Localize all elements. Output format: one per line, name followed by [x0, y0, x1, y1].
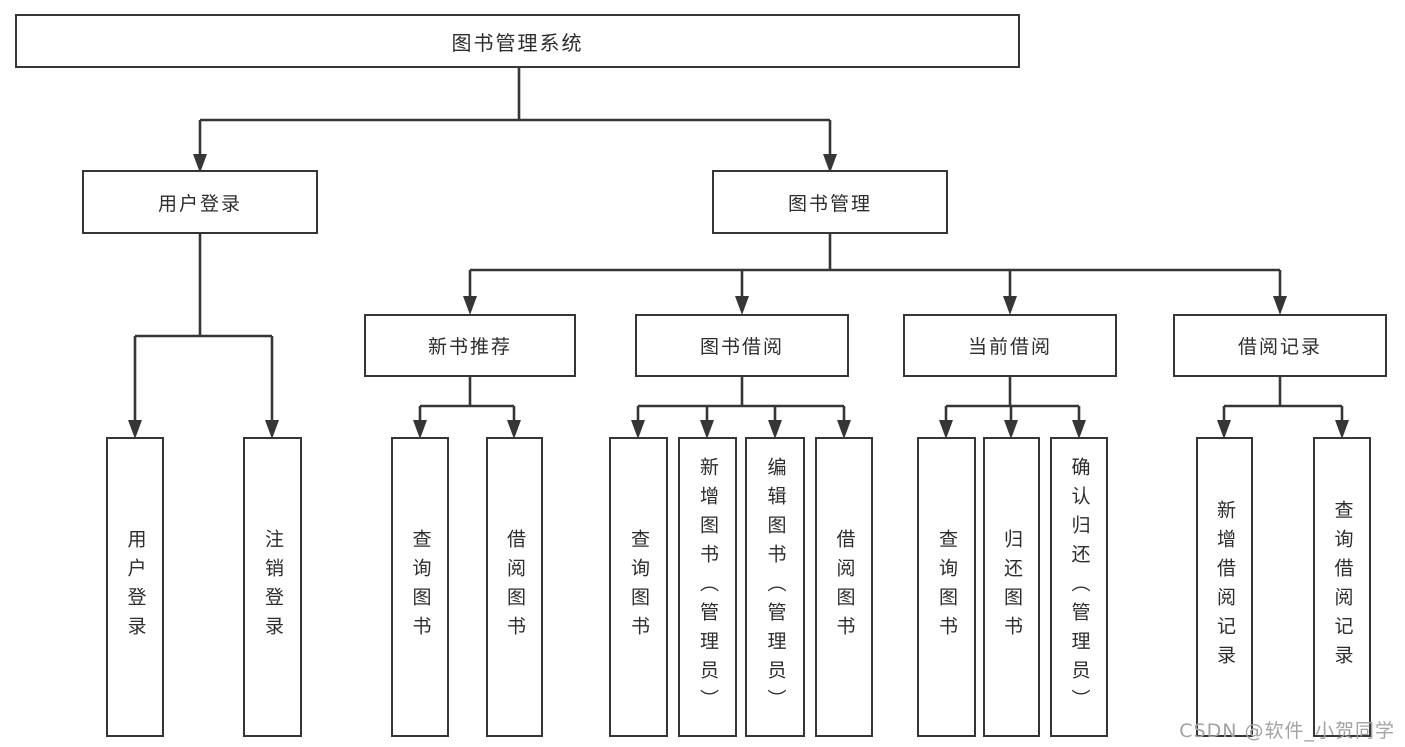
node-book-management: 图书管理 [712, 170, 948, 234]
node-current-borrowing: 当前借阅 [903, 314, 1117, 377]
leaf-borrow-books-borrow: 借阅图书 [815, 437, 873, 737]
leaf-query-books-current: 查询图书 [917, 437, 976, 737]
node-library-management-system: 图书管理系统 [15, 14, 1020, 68]
leaf-query-books-borrow: 查询图书 [609, 437, 668, 737]
leaf-edit-books-admin: 编辑图书（管理员） [745, 437, 805, 737]
node-user-login: 用户登录 [82, 170, 318, 234]
leaf-add-borrow-record: 新增借阅记录 [1196, 437, 1253, 737]
node-borrowing-records: 借阅记录 [1173, 314, 1387, 377]
leaf-add-books-admin: 新增图书（管理员） [678, 437, 737, 737]
csdn-watermark: CSDN @软件_小贺同学 [1179, 720, 1395, 742]
node-book-borrowing: 图书借阅 [635, 314, 849, 377]
leaf-query-books-recommend: 查询图书 [391, 437, 449, 737]
leaf-borrow-books-recommend: 借阅图书 [486, 437, 543, 737]
leaf-user-login: 用户登录 [106, 437, 164, 737]
leaf-return-books: 归还图书 [983, 437, 1040, 737]
leaf-logout: 注销登录 [243, 437, 302, 737]
node-new-book-recommendation: 新书推荐 [364, 314, 576, 377]
leaf-confirm-return-admin: 确认归还（管理员） [1050, 437, 1108, 737]
leaf-query-borrow-record: 查询借阅记录 [1313, 437, 1371, 737]
